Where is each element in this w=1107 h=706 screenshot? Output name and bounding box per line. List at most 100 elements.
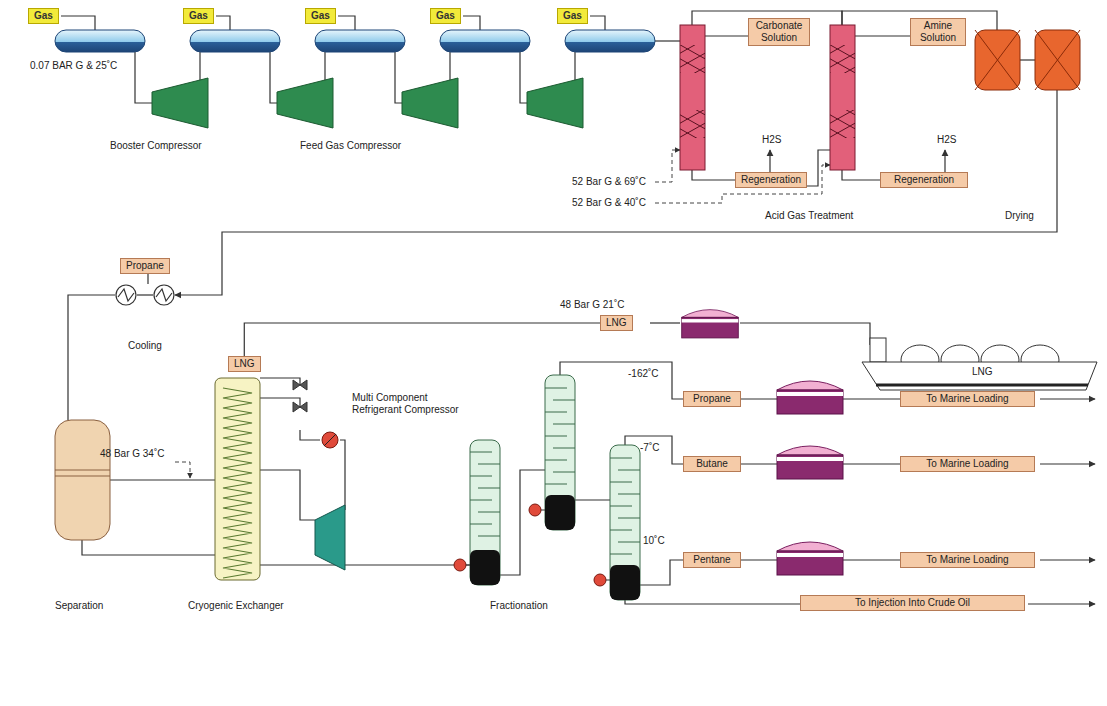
box-text: LNG [606, 317, 627, 329]
process-pipe [1020, 59, 1035, 60]
section-label: Acid Gas Treatment [765, 210, 853, 222]
dashed-pointer [175, 150, 830, 478]
section-label: Multi Component Refrigerant Compressor [352, 392, 477, 416]
process-pipe [575, 499, 610, 500]
lng-carrier-ship [862, 362, 1097, 390]
dryer-vessel [975, 30, 1080, 90]
process-pipe [135, 52, 152, 103]
knock-out-vessel [55, 30, 655, 52]
storage-tank [682, 310, 843, 575]
fractionation-column [470, 550, 500, 585]
process-pipe [560, 362, 683, 399]
destination-box: To Marine Loading [900, 552, 1035, 568]
compressor-symbol [277, 78, 333, 128]
regeneration-box: Regeneration [735, 172, 807, 188]
box-text: Gas [436, 10, 455, 22]
lng-carrier-ship [862, 338, 1097, 390]
fractionation-column [454, 375, 640, 600]
condition-label: 52 Bar G & 40˚C [572, 197, 646, 209]
process-pipe [199, 52, 200, 82]
process-pipe [137, 294, 153, 295]
process-pipe [463, 16, 480, 30]
absorber-column [680, 25, 705, 170]
process-pipe [68, 295, 115, 420]
refrigerant-compressor [322, 432, 338, 448]
refrigerant-box: Propane [120, 258, 170, 274]
process-pipe [1040, 398, 1095, 399]
condition-label: 0.07 BAR G & 25˚C [30, 60, 117, 72]
fractionation-column [594, 574, 606, 586]
valve-symbol [293, 402, 307, 412]
feed-gas-box: Gas [430, 8, 461, 24]
solution-box: Carbonate Solution [748, 18, 810, 46]
heat-exchanger-symbol [118, 289, 172, 301]
condition-label: 48 Bar G 21˚C [560, 299, 624, 311]
absorber-column [680, 45, 705, 73]
process-pipe [655, 40, 680, 41]
ship-label: LNG [972, 366, 993, 378]
fractionation-column [466, 510, 610, 580]
temperature-label: 10˚C [643, 535, 665, 547]
box-text: Butane [689, 458, 735, 470]
box-text: To Marine Loading [906, 458, 1029, 470]
box-text: Propane [689, 393, 735, 405]
condition-label: 52 Bar G & 69˚C [572, 176, 646, 188]
box-text: To Marine Loading [906, 554, 1029, 566]
process-pipe [705, 35, 748, 36]
section-label: Feed Gas Compressor [300, 140, 401, 152]
section-label: Booster Compressor [110, 140, 202, 152]
process-pipe [216, 16, 230, 30]
compressor-symbol [527, 78, 583, 128]
process-pipe [324, 52, 325, 82]
process-line [244, 323, 600, 356]
feed-gas-box: Gas [183, 8, 214, 24]
process-pipe [574, 52, 575, 82]
process-pipe [260, 564, 470, 565]
box-text: Propane [126, 260, 164, 272]
storage-tank [777, 446, 843, 479]
separator-vessel [55, 420, 110, 540]
feed-gas-box: Gas [305, 8, 336, 24]
solution-box: Amine Solution [910, 18, 966, 46]
feed-gas-box: Gas [28, 8, 59, 24]
box-text: Amine Solution [916, 20, 960, 44]
knock-out-vessel [190, 30, 280, 52]
process-pipe [500, 470, 545, 575]
cryogenic-exchanger [215, 378, 260, 580]
process-pipe [110, 479, 215, 480]
box-text: Regeneration [741, 174, 801, 186]
box-text: Carbonate Solution [754, 20, 804, 44]
process-pipe [1040, 463, 1095, 464]
process-pipe [395, 52, 402, 103]
storage-tank [777, 381, 843, 414]
box-text: Regeneration [886, 174, 962, 186]
section-label: Fractionation [490, 600, 548, 612]
process-pipe [855, 35, 910, 36]
compressor-symbol [152, 78, 208, 128]
knock-out-vessel [440, 30, 530, 52]
process-pipe [270, 52, 277, 103]
knock-out-vessel [315, 30, 405, 52]
temperature-label: -162˚C [628, 368, 659, 380]
dryer-vessel [975, 30, 1080, 90]
lng-carrier-ship [870, 338, 886, 362]
product-box: LNG [228, 356, 261, 372]
process-pipe [944, 150, 945, 172]
dashed-pointer [655, 150, 680, 182]
gas-label: H2S [937, 134, 956, 146]
separator-vessel [55, 470, 110, 476]
process-pipe [1040, 559, 1095, 560]
section-label: Cooling [128, 340, 162, 352]
process-pipe [61, 11, 1095, 604]
process-pipe [147, 274, 148, 284]
fractionation-column [545, 375, 575, 530]
process-pipe [650, 322, 680, 323]
process-pipe [640, 560, 683, 585]
valve-symbol [293, 380, 307, 390]
cryogenic-exchanger [215, 378, 260, 580]
box-text: Gas [34, 10, 53, 22]
section-label: Drying [1005, 210, 1034, 222]
regeneration-box: Regeneration [880, 172, 968, 188]
fractionation-column [454, 559, 466, 571]
